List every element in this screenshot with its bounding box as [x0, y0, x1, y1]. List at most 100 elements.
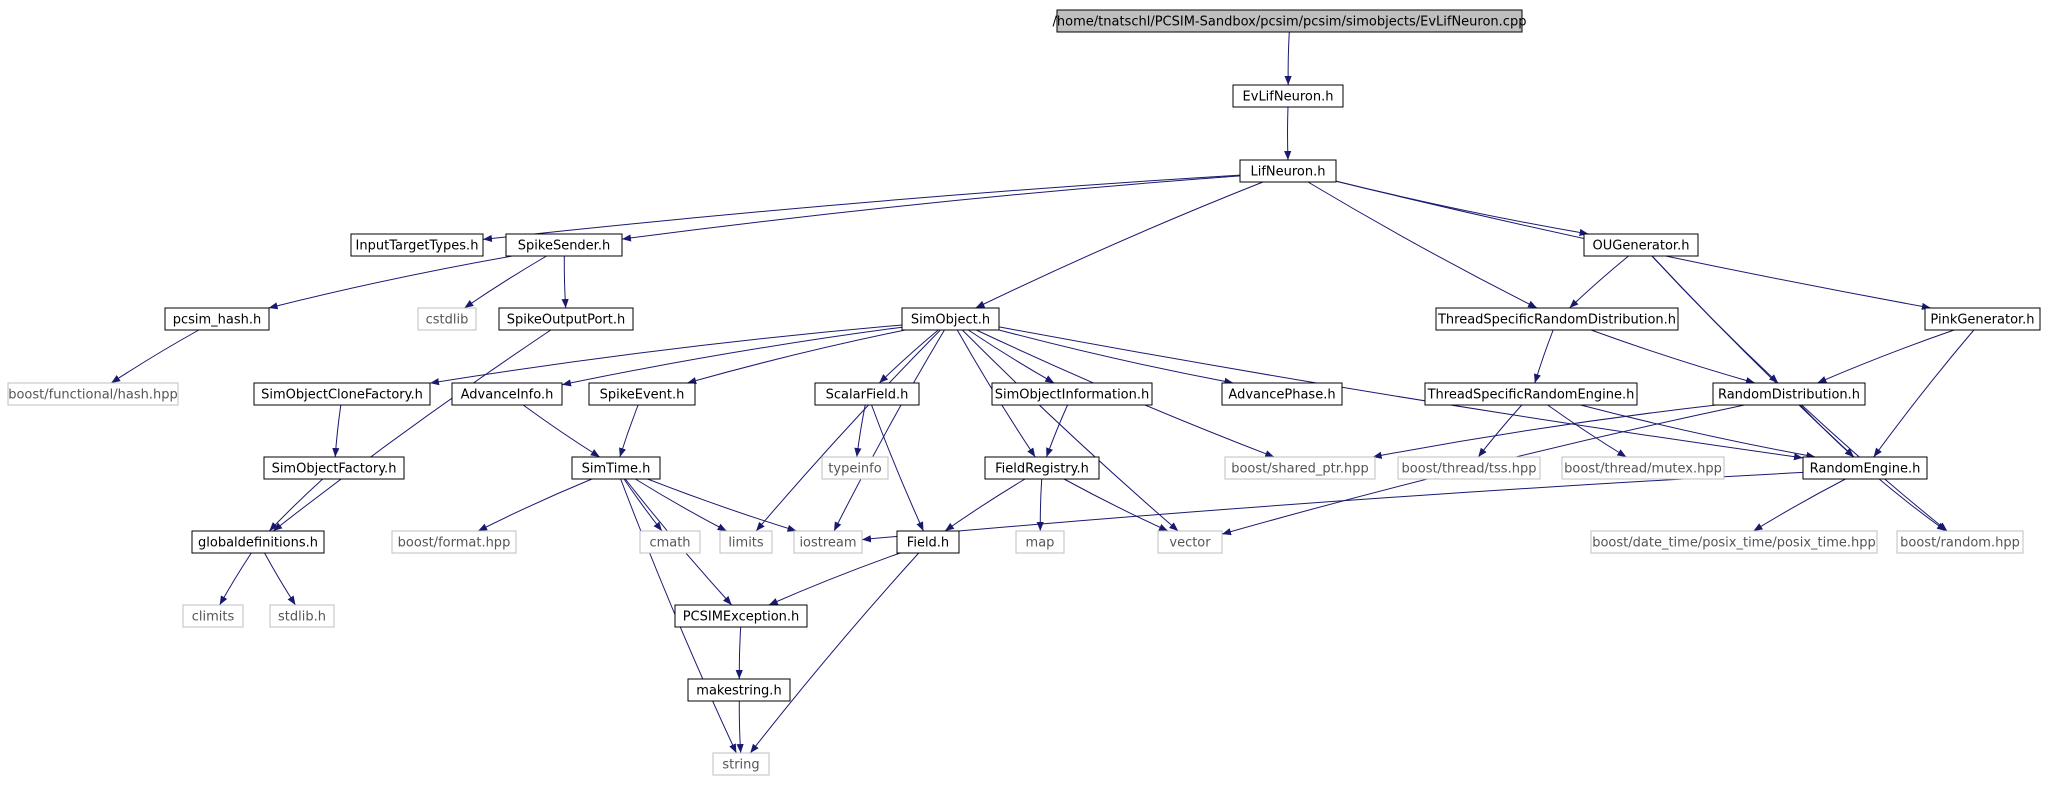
node-box-string: [712, 752, 770, 776]
node-label-cstdlib: cstdlib: [426, 313, 469, 328]
edge-globaldefinitions-to-climits: [219, 552, 252, 606]
node-simobject[interactable]: SimObject.h: [901, 307, 1000, 331]
node-box-spikeevent: [588, 382, 696, 406]
node-pcsimexception[interactable]: PCSIMException.h: [674, 604, 808, 628]
node-advanceinfo[interactable]: AdvanceInfo.h: [451, 382, 563, 406]
node-box-boosthash: [7, 382, 179, 406]
node-label-spikeevent: SpikeEvent.h: [600, 388, 685, 403]
node-label-posixtime: boost/date_time/posix_time/posix_time.hp…: [1592, 536, 1876, 551]
node-lifneuron[interactable]: LifNeuron.h: [1239, 159, 1337, 183]
node-label-pinkgenerator: PinkGenerator.h: [1930, 313, 2034, 328]
edge-tsrd-to-randomdistribution: [1590, 329, 1756, 385]
edge-globaldefinitions-to-stdlibh: [264, 552, 296, 606]
node-spikesender[interactable]: SpikeSender.h: [505, 233, 623, 257]
node-label-vector: vector: [1169, 536, 1211, 551]
edge-simobject-to-advanceinfo: [561, 326, 903, 387]
node-label-randomdistribution: RandomDistribution.h: [1718, 388, 1860, 403]
edge-simtime-to-limits: [635, 478, 727, 532]
edge-fieldregistry-to-field: [944, 478, 1026, 532]
node-label-boostrandom: boost/random.hpp: [1900, 536, 2020, 551]
edge-randomengine-to-boostrandom: [1878, 478, 1947, 532]
node-box-simobject: [901, 307, 1000, 331]
node-label-simobjectfactory: SimObjectFactory.h: [272, 462, 397, 477]
node-simobjectclonefactory[interactable]: SimObjectCloneFactory.h: [253, 382, 431, 406]
node-mutex: boost/thread/mutex.hpp: [1561, 456, 1725, 480]
edge-root-to-evlifneuron: [1284, 31, 1292, 86]
node-box-spikeoutputport: [498, 307, 634, 331]
node-spikeoutputport[interactable]: SpikeOutputPort.h: [498, 307, 634, 331]
edge-pcsimexception-to-makestring: [735, 626, 743, 680]
edge-spikesender-to-pcsimhash: [268, 255, 513, 310]
edge-tsre-to-randomengine: [1580, 404, 1816, 459]
node-box-map: [1015, 530, 1065, 554]
node-label-spikesender: SpikeSender.h: [518, 239, 610, 254]
edge-ougenerator-to-randomengine: [1651, 255, 1855, 458]
edge-ougenerator-to-tsrd: [1569, 255, 1629, 309]
node-tsrd[interactable]: ThreadSpecificRandomDistribution.h: [1435, 307, 1679, 331]
node-label-ougenerator: OUGenerator.h: [1593, 239, 1690, 254]
edge-randomengine-to-iostream: [861, 471, 1804, 543]
node-spikeevent[interactable]: SpikeEvent.h: [588, 382, 696, 406]
node-label-field: Field.h: [907, 536, 949, 551]
node-label-limits: limits: [728, 536, 764, 551]
node-label-boostformat: boost/format.hpp: [398, 536, 511, 551]
node-cmath: cmath: [639, 530, 701, 554]
node-box-stdlibh: [269, 604, 335, 628]
node-randomengine[interactable]: RandomEngine.h: [1802, 456, 1928, 480]
edge-simtime-to-cmath: [623, 478, 663, 532]
node-scalarfield[interactable]: ScalarField.h: [814, 382, 920, 406]
node-root[interactable]: /home/tnatschl/PCSIM-Sandbox/pcsim/pcsim…: [1053, 9, 1527, 33]
node-makestring[interactable]: makestring.h: [687, 678, 791, 702]
edge-spikesender-to-cstdlib: [464, 255, 547, 309]
node-label-iostream: iostream: [799, 536, 856, 551]
node-advancephase[interactable]: AdvancePhase.h: [1221, 382, 1343, 406]
node-box-advancephase: [1221, 382, 1343, 406]
edge-lifneuron-to-spikesender: [621, 175, 1241, 242]
node-label-root: /home/tnatschl/PCSIM-Sandbox/pcsim/pcsim…: [1053, 15, 1527, 30]
node-label-sharedptr: boost/shared_ptr.hpp: [1231, 462, 1369, 477]
node-box-cmath: [639, 530, 701, 554]
node-fieldregistry[interactable]: FieldRegistry.h: [984, 456, 1100, 480]
edge-simobject-to-limits: [755, 329, 941, 532]
node-evlifneuron[interactable]: EvLifNeuron.h: [1232, 84, 1344, 108]
node-box-mutex: [1561, 456, 1725, 480]
node-pinkgenerator[interactable]: PinkGenerator.h: [1924, 307, 2041, 331]
node-boostformat: boost/format.hpp: [391, 530, 517, 554]
node-ougenerator[interactable]: OUGenerator.h: [1583, 233, 1699, 257]
node-box-scalarfield: [814, 382, 920, 406]
edge-simobject-to-simobjectclonefactory: [429, 324, 903, 386]
node-box-pcsimexception: [674, 604, 808, 628]
node-box-simobjectfactory: [263, 456, 405, 480]
node-label-map: map: [1026, 536, 1055, 551]
edge-simobject-to-iostream: [833, 329, 945, 532]
node-inputtargettypes[interactable]: InputTargetTypes.h: [350, 233, 484, 257]
node-boostrandom: boost/random.hpp: [1896, 530, 2024, 554]
node-box-boostformat: [391, 530, 517, 554]
edge-advanceinfo-to-simtime: [522, 404, 601, 458]
edge-simobject-to-randomengine: [998, 326, 1804, 461]
node-randomdistribution[interactable]: RandomDistribution.h: [1712, 382, 1866, 406]
edge-fieldregistry-to-vector: [1063, 478, 1169, 532]
edge-scalarfield-to-field: [871, 404, 924, 532]
node-simobjectinformation[interactable]: SimObjectInformation.h: [991, 382, 1153, 406]
node-tsre[interactable]: ThreadSpecificRandomEngine.h: [1424, 382, 1638, 406]
node-box-simobjectinformation: [991, 382, 1153, 406]
node-simtime[interactable]: SimTime.h: [571, 456, 661, 480]
node-label-pcsimexception: PCSIMException.h: [683, 610, 800, 625]
node-label-advancephase: AdvancePhase.h: [1228, 388, 1335, 403]
edge-simobject-to-simobjectinformation: [968, 329, 1055, 384]
node-label-simtime: SimTime.h: [582, 462, 651, 477]
node-boosthash: boost/functional/hash.hpp: [7, 382, 179, 406]
edge-lifneuron-to-tsrd: [1307, 181, 1538, 309]
edge-lifneuron-to-inputtargettypes: [482, 174, 1241, 242]
node-box-advanceinfo: [451, 382, 563, 406]
node-pcsimhash[interactable]: pcsim_hash.h: [164, 307, 270, 331]
node-globaldefinitions[interactable]: globaldefinitions.h: [191, 530, 325, 554]
node-stdlibh: stdlib.h: [269, 604, 335, 628]
node-label-spikeoutputport: SpikeOutputPort.h: [507, 313, 625, 328]
node-label-typeinfo: typeinfo: [828, 462, 881, 477]
node-field[interactable]: Field.h: [896, 530, 960, 554]
node-posixtime: boost/date_time/posix_time/posix_time.hp…: [1590, 530, 1878, 554]
node-sharedptr: boost/shared_ptr.hpp: [1224, 456, 1376, 480]
node-simobjectfactory[interactable]: SimObjectFactory.h: [263, 456, 405, 480]
